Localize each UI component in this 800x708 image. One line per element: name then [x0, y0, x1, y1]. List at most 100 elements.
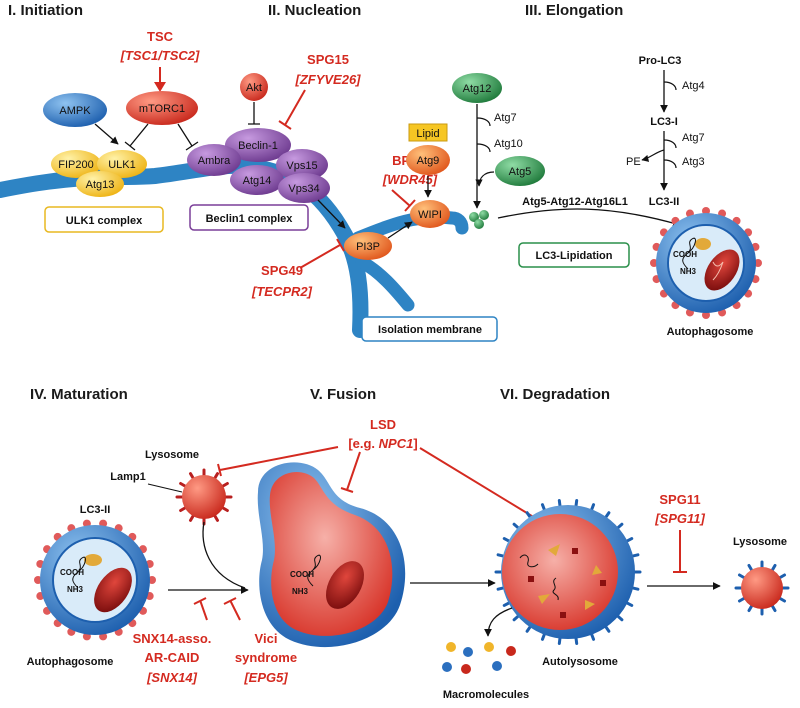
ampk-to-ulk1-arrow — [94, 123, 119, 145]
node-atg5: Atg5 — [495, 156, 545, 186]
isolation-membrane-box — [361, 316, 498, 342]
cooh-label-a: COOH — [60, 568, 84, 577]
membrane-protein-dot — [148, 576, 156, 584]
lsd-inhibits-fusion — [340, 451, 361, 493]
lc3-lipidation-box — [518, 242, 630, 268]
node-atg14: Atg14 — [230, 165, 284, 195]
svg-text:WIPI: WIPI — [418, 209, 442, 221]
autolysosome — [494, 499, 642, 645]
fusion-vesicle: COOH NH3 — [257, 462, 406, 648]
disease-snx14-line1: SNX14-asso. — [133, 631, 212, 646]
disease-snx14-line2: AR-CAID — [145, 650, 200, 665]
beclin1-complex-box — [189, 204, 309, 231]
svg-text:mTORC1: mTORC1 — [139, 103, 185, 115]
pro-lc3-label: Pro-LC3 — [639, 55, 682, 67]
lsd-inhibits-lysosome — [217, 446, 339, 477]
node-ulk1: ULK1 — [97, 150, 147, 178]
svg-text:Atg9: Atg9 — [417, 155, 440, 167]
mtorc1-inhibits-ulk1 — [124, 123, 149, 151]
autolysosome-to-macromolecules-arrow — [484, 607, 513, 637]
node-ampk: AMPK — [43, 93, 107, 127]
disease-vici-line2: syndrome — [235, 650, 297, 665]
node-fip200: FIP200 — [51, 150, 101, 178]
vici-inhibits-fusion — [223, 597, 241, 621]
pe-label: PE — [626, 156, 641, 168]
lipid-label: Lipid — [416, 128, 439, 140]
cooh-label-b: COOH — [290, 570, 314, 579]
disease-lsd: LSD — [370, 417, 396, 432]
lsd-gene-line: [e.g. NPC1] — [348, 436, 417, 451]
membrane-protein-dot — [34, 576, 42, 584]
stage-title-initiation: I. Initiation — [8, 2, 83, 19]
node-mtorc1: mTORC1 — [126, 91, 198, 125]
lipid-box — [408, 123, 448, 142]
gene-wdr45: [WDR45] — [382, 172, 438, 187]
membrane-protein-dot — [702, 207, 710, 215]
svg-text:FIP200: FIP200 — [58, 159, 93, 171]
membrane-protein-dot — [754, 259, 762, 267]
gene-spg11: [SPG11] — [654, 511, 705, 526]
gene-tecpr2: [TECPR2] — [251, 284, 313, 299]
disease-vici-line1: Vici — [255, 631, 278, 646]
disease-tsc: TSC — [147, 29, 174, 44]
autophagosome-top: COOH NH3 — [650, 207, 762, 319]
macromolecules — [442, 642, 516, 674]
vps34-to-pi3p-arrow — [317, 199, 346, 229]
nh3-label-top: NH3 — [680, 267, 697, 276]
isolation-membrane-label: Isolation membrane — [378, 324, 482, 336]
ulk1-complex-label: ULK1 complex — [66, 215, 143, 227]
stage-title-fusion: V. Fusion — [310, 386, 376, 403]
lysosome-to-fusion-arrow — [202, 521, 246, 589]
node-atg12: Atg12 — [452, 73, 502, 103]
pi3p-to-wipi-arrow — [387, 221, 413, 239]
bpan-inhibits-wipi — [391, 189, 416, 212]
stage-title-degradation: VI. Degradation — [500, 386, 610, 403]
nh3-label-b: NH3 — [292, 587, 309, 596]
lc3-i-label: LC3-I — [650, 116, 678, 128]
membrane-protein-dot — [650, 259, 658, 267]
membrane-protein-dot — [702, 311, 710, 319]
atg5-atg12-atg16l1-label: Atg5-Atg12-Atg16L1 — [522, 196, 628, 208]
conjugate-to-autophagosome-arrow — [497, 208, 681, 227]
nh3-label-a: NH3 — [67, 585, 84, 594]
atg7-label-b: Atg7 — [682, 132, 705, 144]
svg-text:Atg5: Atg5 — [509, 166, 532, 178]
akt-inhibits-beclin1 — [248, 102, 260, 125]
svg-text:Ambra: Ambra — [198, 155, 231, 167]
svg-text:Akt: Akt — [246, 82, 262, 94]
spg15-inhibits-beclin1 — [278, 89, 306, 130]
lc3-ii-label-top: LC3-II — [649, 196, 680, 208]
node-vps15: Vps15 — [276, 149, 328, 181]
lysosome-left — [175, 468, 233, 526]
lysosome-label-left: Lysosome — [145, 449, 199, 461]
conjugate-cluster — [469, 210, 489, 229]
node-pi3p: PI3P — [344, 232, 392, 260]
svg-text:Vps34: Vps34 — [288, 183, 319, 195]
svg-text:Atg12: Atg12 — [463, 83, 492, 95]
macromolecules-label: Macromolecules — [443, 689, 529, 701]
svg-text:Atg14: Atg14 — [243, 175, 272, 187]
stage-title-nucleation: II. Nucleation — [268, 2, 361, 19]
node-beclin1: Beclin-1 — [225, 128, 291, 162]
svg-text:Vps15: Vps15 — [286, 160, 317, 172]
spg49-inhibits-pi3p — [299, 238, 345, 269]
node-atg9: Atg9 — [406, 145, 450, 175]
gene-snx14: [SNX14] — [146, 670, 198, 685]
lamp1-label: Lamp1 — [110, 471, 145, 483]
ulk1-complex-box — [44, 206, 164, 233]
spg11-inhibits-lysosome-reformation — [673, 530, 687, 573]
stage-title-elongation: III. Elongation — [525, 2, 623, 19]
autolysosome-label: Autolysosome — [542, 656, 618, 668]
node-ambra: Ambra — [187, 144, 241, 176]
atg7-label-a: Atg7 — [494, 112, 517, 124]
lysosome-right — [734, 560, 790, 616]
node-akt: Akt — [240, 73, 268, 101]
atg3-label: Atg3 — [682, 156, 705, 168]
lc3-lipidation-label: LC3-Lipidation — [536, 250, 613, 262]
svg-text:ULK1: ULK1 — [108, 159, 136, 171]
svg-text:Atg13: Atg13 — [86, 179, 115, 191]
atg4-label: Atg4 — [682, 80, 705, 92]
autophagosome-label-bottom: Autophagosome — [27, 656, 114, 668]
disease-spg11: SPG11 — [659, 492, 700, 507]
